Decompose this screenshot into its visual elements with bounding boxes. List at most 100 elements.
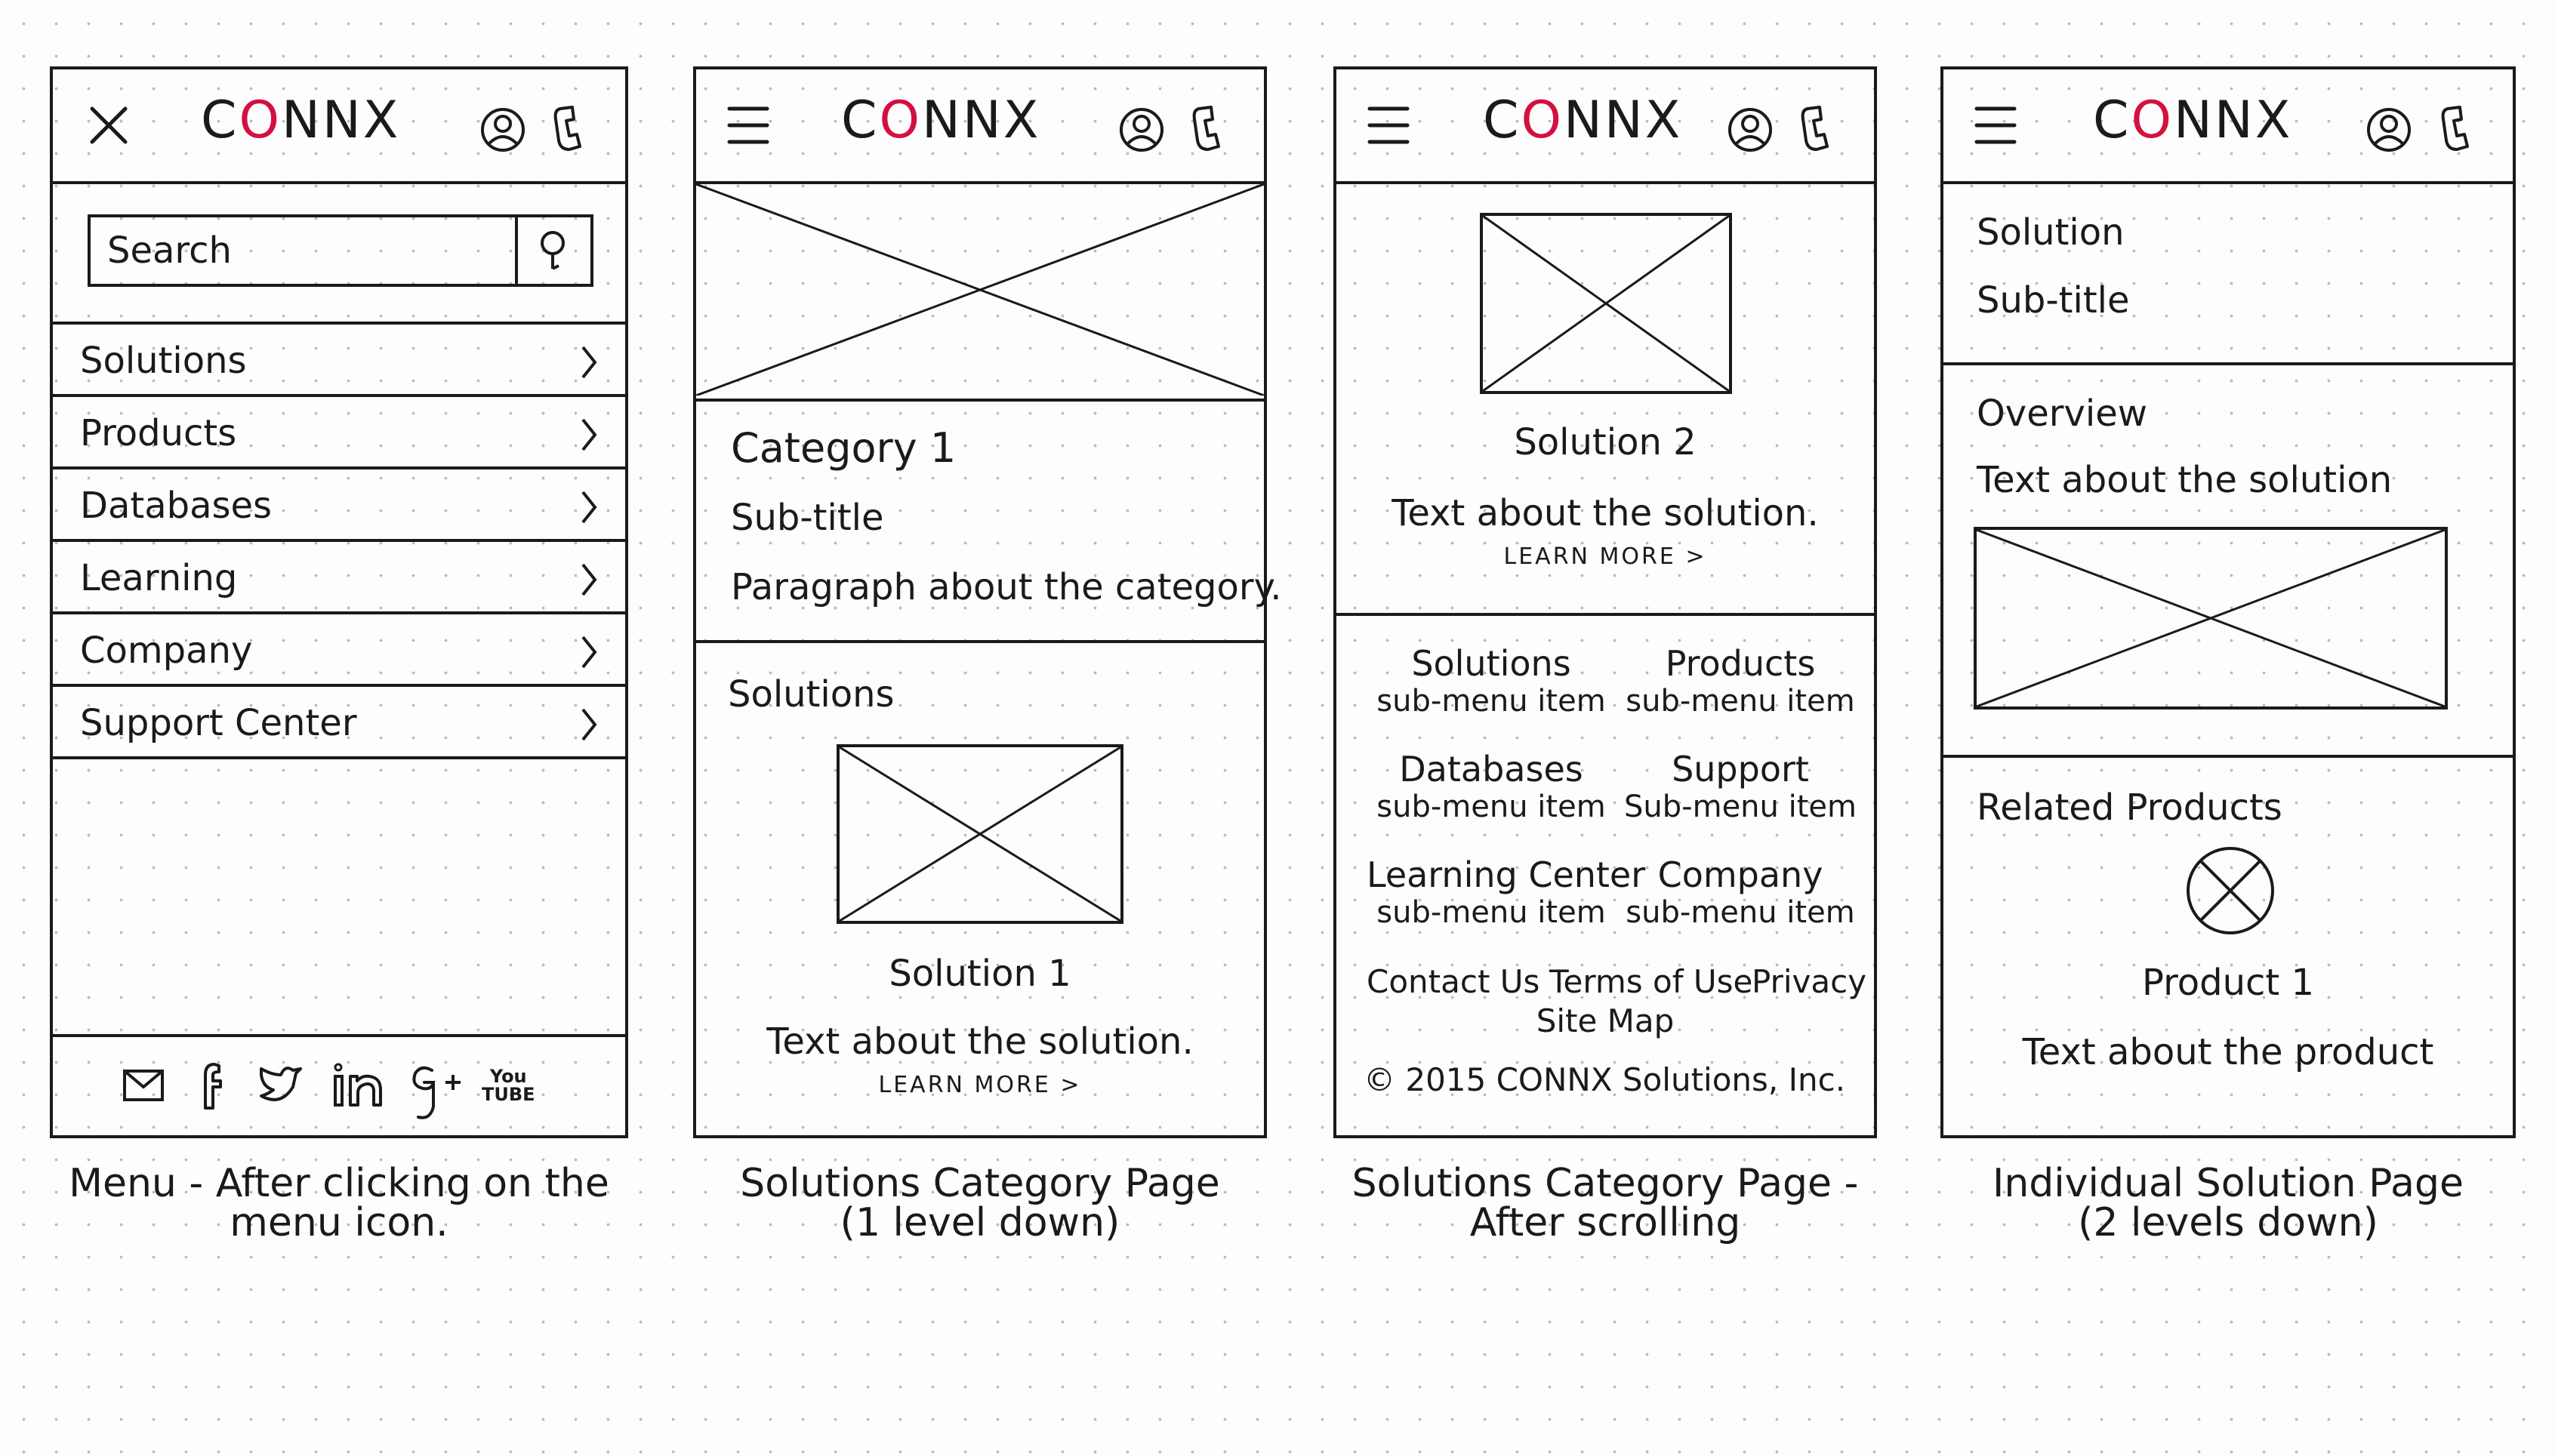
product-name[interactable]: Product 1 (2141, 962, 2315, 1004)
caption-scrolled: Solutions Category Page - After scrollin… (1351, 1161, 1859, 1245)
related-products-section: Related Products Product 1 Text about th… (1943, 755, 2513, 1132)
learn-more-link[interactable]: LEARN MORE > (878, 1072, 1082, 1098)
user-icon[interactable] (2365, 106, 2413, 154)
chevron-right-icon (581, 418, 597, 451)
category-screen: CONNX Category 1 Sub-title Paragraph abo… (693, 66, 1281, 1138)
footer-link-company[interactable]: Company sub-menu item (1626, 854, 1855, 930)
menu-item-label: Products (80, 412, 237, 454)
scrolled-category-screen: CONNX Solution 2 Text about the solution… (1333, 66, 1877, 1138)
solution-name: Solution 1 (889, 953, 1071, 995)
search-icon (541, 231, 565, 270)
overview-text: Text about the solution (1977, 459, 2393, 501)
chevron-right-icon (581, 563, 597, 596)
menu-list: Solutions Products Databases Learning Co… (53, 322, 625, 759)
footer-link-support[interactable]: Support Sub-menu item (1624, 749, 1857, 824)
solution-title: Solution (1977, 211, 2125, 254)
overview-section: Overview Text about the solution (1943, 362, 2513, 755)
menu-item-label: Learning (80, 557, 238, 599)
phone-icon[interactable] (550, 103, 586, 155)
youtube-icon[interactable]: You Tube (482, 1066, 535, 1105)
app-header: CONNX (53, 69, 625, 181)
solutions-section: Solutions Solution 1 Text about the solu… (696, 640, 1264, 1131)
solution-name: Solution 2 (1514, 421, 1697, 463)
product-text: Text about the product (2022, 1031, 2434, 1073)
solution-text: Text about the solution. (766, 1020, 1194, 1063)
search-section: Search (53, 181, 625, 322)
privacy-link[interactable]: Privacy (1752, 963, 1867, 1000)
hero-image-placeholder (696, 181, 1264, 399)
menu-item-learning[interactable]: Learning (53, 542, 625, 614)
google-plus-icon[interactable] (408, 1061, 464, 1123)
image-placeholder-icon (1977, 530, 2445, 706)
search-input[interactable]: Search (107, 229, 232, 272)
category-subtitle: Sub-title (731, 497, 884, 539)
section-heading: Solutions (728, 673, 895, 716)
chevron-right-icon (581, 491, 597, 524)
image-placeholder-icon (840, 747, 1120, 921)
category-paragraph: Paragraph about the category. (731, 566, 1282, 608)
overview-heading: Overview (1977, 392, 2147, 435)
search-button[interactable] (515, 217, 590, 284)
brand-logo[interactable]: CONNX (201, 91, 401, 150)
caption-menu: Menu - After clicking on the menu icon. (69, 1161, 609, 1245)
app-header: CONNX (1336, 69, 1874, 181)
chevron-right-icon (581, 346, 597, 379)
user-icon[interactable] (479, 106, 527, 154)
learn-more-link[interactable]: LEARN MORE > (1503, 543, 1707, 570)
chevron-right-icon (581, 708, 597, 741)
mail-icon[interactable] (122, 1069, 165, 1102)
copyright: © 2015 CONNX Solutions, Inc. (1364, 1061, 1846, 1098)
menu-item-support-center[interactable]: Support Center (53, 687, 625, 759)
solution-image-placeholder (1480, 213, 1732, 394)
phone-icon[interactable] (1188, 103, 1225, 155)
brand-logo[interactable]: CONNX (1483, 91, 1683, 150)
chevron-right-icon (581, 636, 597, 669)
brand-logo[interactable]: CONNX (841, 91, 1041, 150)
linkedin-icon[interactable] (332, 1063, 387, 1108)
site-map-link[interactable]: Site Map (1536, 1002, 1675, 1039)
menu-item-label: Databases (80, 485, 273, 527)
hamburger-menu-icon[interactable] (1367, 104, 1410, 146)
search-field[interactable]: Search (88, 214, 593, 287)
twitter-icon[interactable] (258, 1064, 302, 1107)
app-header: CONNX (1943, 69, 2513, 181)
phone-icon[interactable] (2437, 103, 2473, 155)
solution-text: Text about the solution. (1392, 492, 1819, 534)
brand-logo[interactable]: CONNX (2093, 91, 2293, 150)
menu-item-products[interactable]: Products (53, 397, 625, 469)
menu-item-solutions[interactable]: Solutions (53, 325, 625, 397)
menu-item-company[interactable]: Company (53, 614, 625, 687)
solution-screen: CONNX Solution Sub-title Overview Text a… (1940, 66, 2516, 1138)
menu-item-label: Solutions (80, 340, 247, 382)
contact-link[interactable]: Contact Us (1367, 963, 1540, 1000)
user-icon[interactable] (1726, 106, 1774, 154)
category-title: Category 1 (731, 424, 957, 472)
facebook-icon[interactable] (193, 1061, 227, 1111)
image-placeholder-icon (1483, 216, 1729, 391)
product-image-placeholder-icon (2187, 847, 2274, 934)
solution-intro: Solution Sub-title (1943, 181, 2513, 362)
caption-solution: Individual Solution Page (2 levels down) (1992, 1161, 2464, 1245)
user-icon[interactable] (1117, 106, 1166, 154)
solution-card: Solution 2 Text about the solution. LEAR… (1336, 181, 1874, 613)
phone-icon[interactable] (1797, 103, 1833, 155)
footer-link-learning-center[interactable]: Learning Center sub-menu item (1367, 854, 1646, 930)
overview-image-placeholder (1974, 527, 2448, 710)
menu-screen: CONNX Search Solutions Produc (50, 66, 628, 1138)
hamburger-menu-icon[interactable] (726, 104, 770, 146)
footer-link-solutions[interactable]: Solutions sub-menu item (1376, 643, 1606, 719)
related-products-heading: Related Products (1977, 786, 2282, 829)
menu-item-databases[interactable]: Databases (53, 469, 625, 542)
footer-link-databases[interactable]: Databases sub-menu item (1376, 749, 1606, 824)
app-header: CONNX (696, 69, 1264, 181)
close-icon[interactable] (88, 104, 130, 146)
site-footer: Solutions sub-menu item Products sub-men… (1336, 613, 1874, 1132)
caption-category: Solutions Category Page (1 level down) (740, 1161, 1220, 1245)
solution-image-placeholder (837, 744, 1123, 924)
terms-link[interactable]: Terms of Use (1549, 963, 1753, 1000)
social-footer: You Tube (53, 1034, 625, 1135)
hamburger-menu-icon[interactable] (1974, 104, 2017, 146)
category-intro: Category 1 Sub-title Paragraph about the… (696, 399, 1281, 617)
footer-link-products[interactable]: Products sub-menu item (1626, 643, 1855, 719)
menu-item-label: Support Center (80, 702, 357, 744)
